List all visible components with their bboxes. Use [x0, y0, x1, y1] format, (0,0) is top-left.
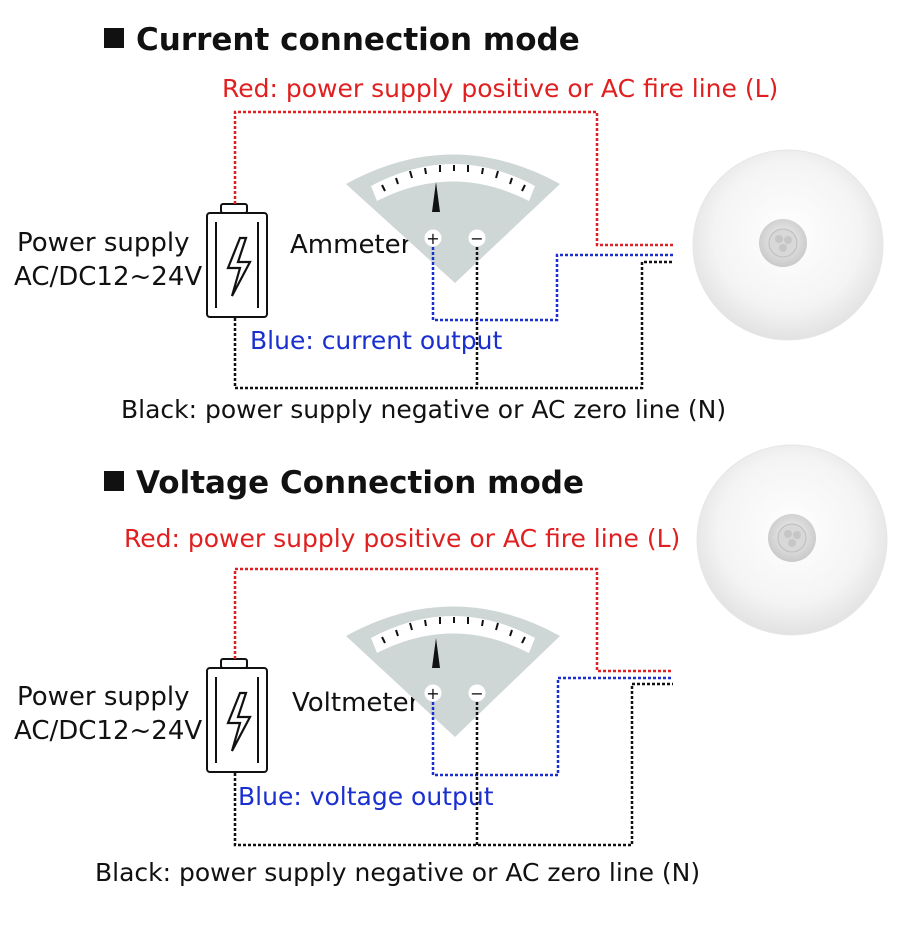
- svg-text:+: +: [426, 684, 439, 703]
- analog-meter-icon: + −: [346, 606, 560, 737]
- battery-lightning-icon: [206, 203, 268, 318]
- black-wire-a: [233, 260, 673, 390]
- red-wire: [233, 110, 673, 247]
- current-blue-wire-label: Blue: current output: [250, 326, 503, 355]
- svg-text:−: −: [470, 229, 483, 248]
- svg-text:+: +: [426, 229, 439, 248]
- current-power-supply-label: Power supply AC/DC12~24V: [14, 228, 203, 292]
- voltage-mode-title: Voltage Connection mode: [104, 465, 584, 501]
- voltage-blue-wire-label: Blue: voltage output: [238, 782, 494, 811]
- ammeter-label: Ammeter: [290, 230, 412, 260]
- current-black-wire-label: Black: power supply negative or AC zero …: [121, 395, 727, 424]
- blue-wire: [431, 247, 673, 322]
- blue-wire: [431, 676, 673, 777]
- svg-text:−: −: [470, 684, 483, 703]
- current-mode-title: Current connection mode: [104, 22, 580, 58]
- voltmeter-label: Voltmeter: [292, 688, 420, 718]
- battery-lightning-icon: [206, 658, 268, 773]
- current-red-wire-label: Red: power supply positive or AC fire li…: [222, 74, 779, 103]
- voltage-black-wire-label: Black: power supply negative or AC zero …: [95, 858, 701, 887]
- bullet-square-icon: [104, 28, 124, 48]
- pir-sensor-icon: [696, 444, 888, 636]
- analog-meter-icon: + −: [346, 154, 560, 283]
- black-wire-a: [233, 682, 673, 847]
- voltage-power-supply-label: Power supply AC/DC12~24V: [14, 682, 203, 746]
- pir-sensor-icon: [692, 149, 884, 341]
- bullet-square-icon: [104, 471, 124, 491]
- red-wire: [233, 567, 673, 673]
- voltage-red-wire-label: Red: power supply positive or AC fire li…: [124, 524, 681, 553]
